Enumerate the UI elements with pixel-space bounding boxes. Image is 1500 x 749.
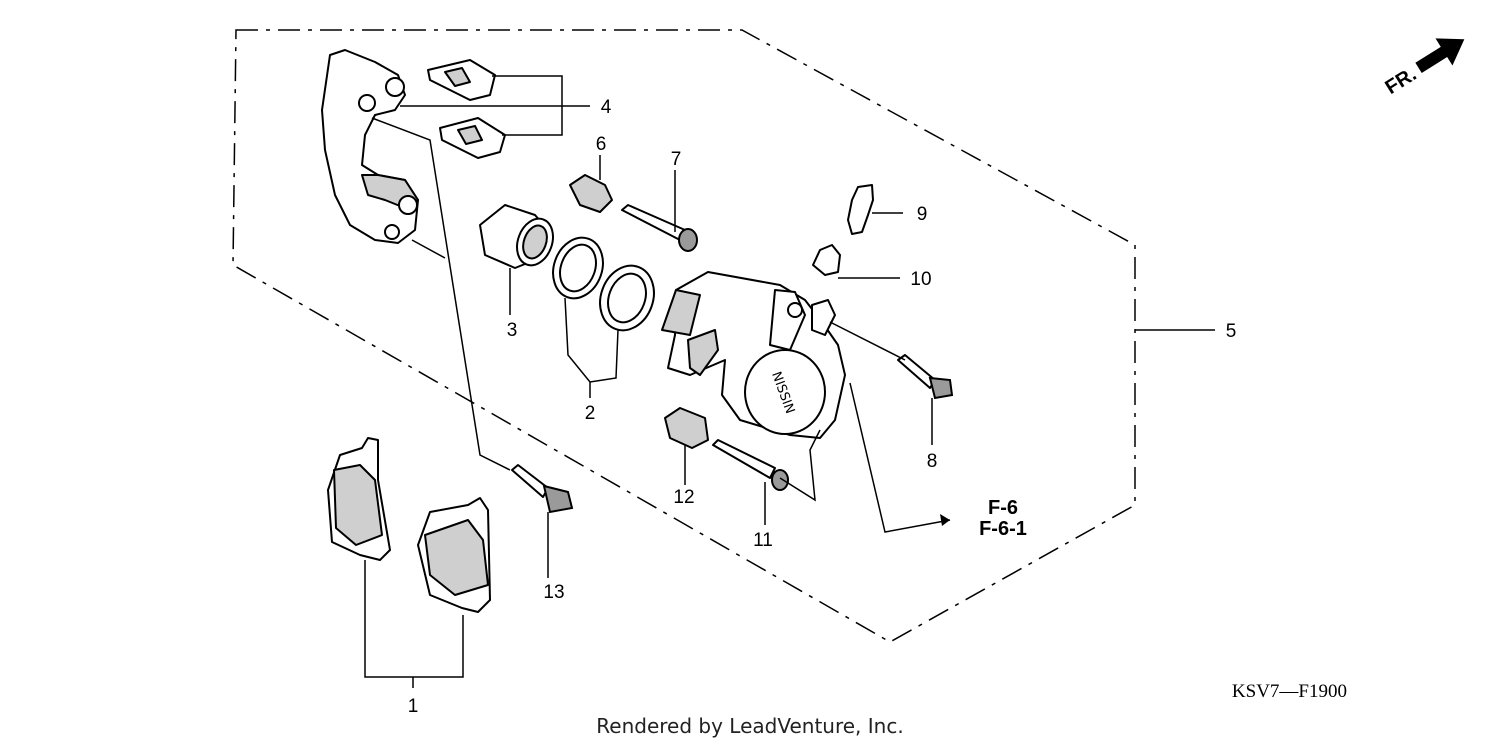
pad-retainer-clip-lower[interactable]	[439, 117, 506, 159]
callout-11: 11	[753, 530, 773, 551]
callout-13: 13	[543, 582, 564, 603]
callout-6: 6	[596, 134, 607, 155]
caliper-pin-lower[interactable]	[712, 439, 789, 491]
callout-8: 8	[927, 451, 938, 472]
caliper-piston[interactable]	[479, 204, 559, 270]
caliper-body[interactable]: NISSIN	[661, 271, 846, 439]
bracket-pin-bolt[interactable]	[511, 464, 574, 514]
piston-seal[interactable]	[545, 231, 611, 306]
front-direction-arrow-icon	[1415, 38, 1465, 73]
pin-boot-lower[interactable]	[664, 407, 709, 449]
brake-pad-left[interactable]	[327, 437, 391, 561]
reference-f6[interactable]: F-6	[988, 497, 1018, 519]
caliper-pin-upper[interactable]	[621, 204, 698, 252]
pin-boot-upper[interactable]	[569, 174, 613, 213]
dust-seal[interactable]	[591, 258, 662, 338]
caliper-mounting-bolt[interactable]	[897, 354, 954, 400]
bleeder-cap[interactable]	[812, 244, 841, 276]
caliper-bracket[interactable]	[321, 49, 419, 244]
callout-12: 12	[673, 487, 694, 508]
front-direction-label: FR.	[1382, 63, 1421, 99]
callout-9: 9	[917, 204, 928, 225]
callout-2: 2	[585, 403, 596, 424]
callout-7: 7	[671, 149, 682, 170]
callout-10: 10	[910, 269, 931, 290]
callout-3: 3	[507, 320, 518, 341]
callout-1: 1	[408, 696, 419, 717]
callout-4: 4	[601, 97, 612, 118]
pad-retainer-clip-upper[interactable]	[427, 59, 496, 101]
reference-f6-1[interactable]: F-6-1	[979, 518, 1027, 540]
front-direction-indicator: FR.	[1382, 38, 1465, 99]
brake-pad-right[interactable]	[417, 497, 491, 613]
diagram-code: KSV7—F1900	[1232, 681, 1347, 702]
render-credit: Rendered by LeadVenture, Inc.	[596, 714, 904, 738]
callout-5: 5	[1226, 321, 1237, 342]
assembly-boundary	[232, 29, 1136, 643]
bleeder-screw[interactable]	[847, 184, 874, 235]
leader-lines	[364, 75, 1215, 688]
